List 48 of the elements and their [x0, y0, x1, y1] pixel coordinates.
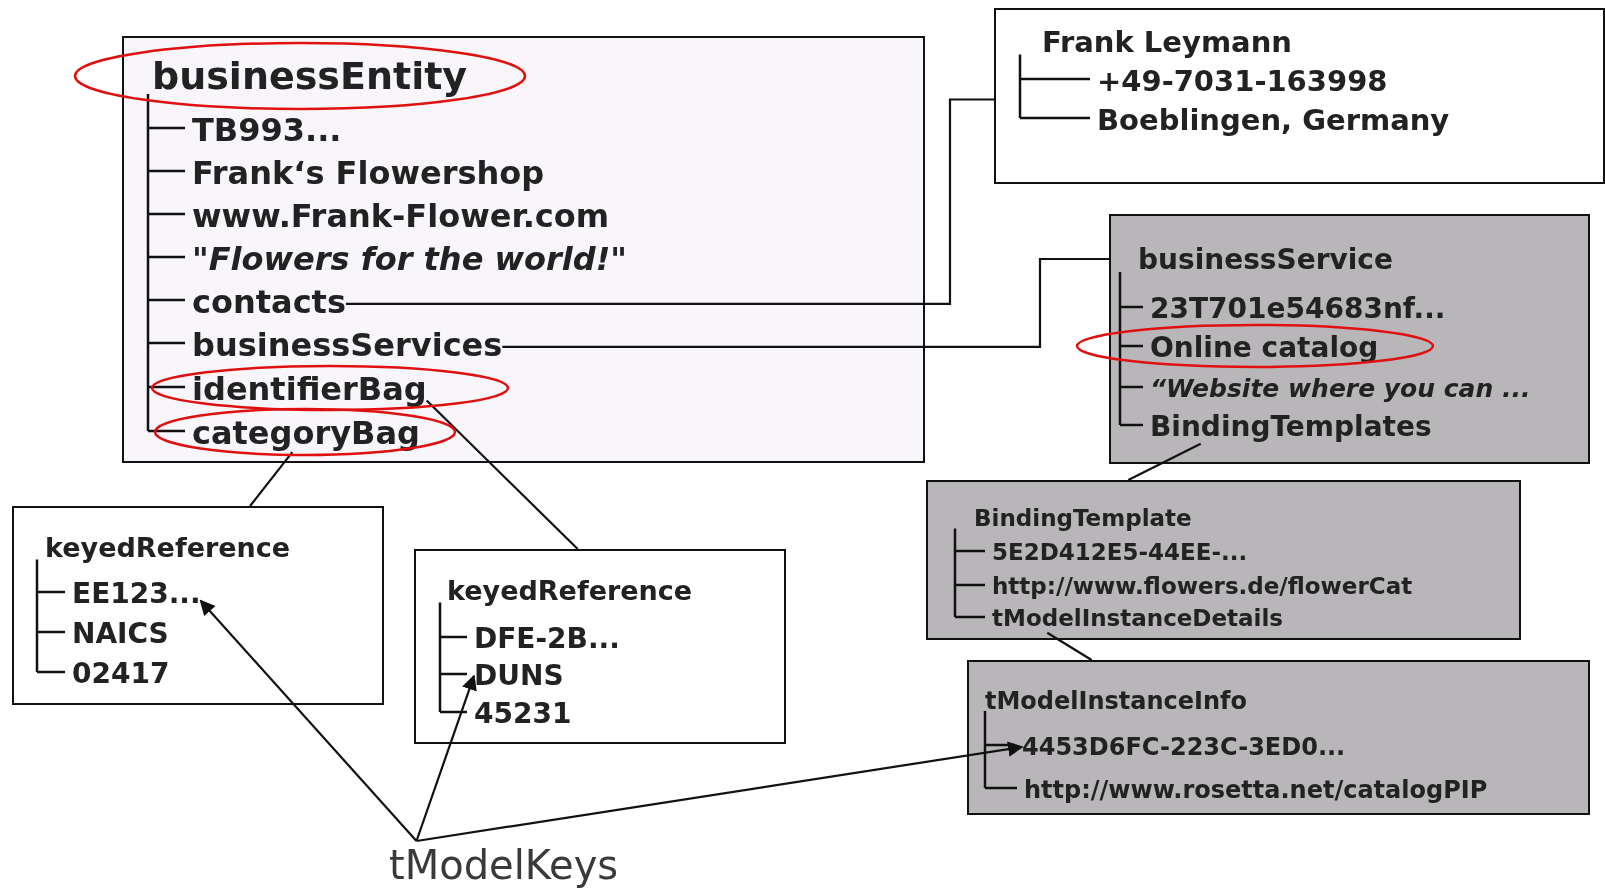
field-value: BindingTemplates: [1150, 410, 1432, 444]
field-value: 4453D6FC-223C-3ED0...: [1022, 732, 1346, 762]
field-value: Online catalog: [1150, 331, 1379, 365]
field-value: http://www.rosetta.net/catalogPIP: [1024, 775, 1488, 805]
record-heading: businessEntity: [152, 54, 468, 100]
record-box: [967, 660, 1590, 815]
field-value: categoryBag: [192, 413, 420, 453]
field-value: EE123...: [72, 577, 201, 611]
field-value: Frank‘s Flowershop: [192, 153, 545, 193]
record-box: [926, 480, 1521, 640]
field-value: identifierBag: [192, 369, 427, 409]
record-box: [994, 8, 1605, 184]
connector-line: [1127, 442, 1202, 481]
field-value: TB993...: [192, 110, 342, 150]
arrow: [415, 674, 477, 842]
record-heading: Frank Leymann: [1042, 24, 1292, 60]
field-value: 5E2D412E5-44EE-...: [992, 539, 1248, 567]
field-value: DFE-2B...: [474, 622, 620, 656]
annotation-label: tModelKeys: [389, 841, 619, 888]
record-heading: keyedReference: [45, 531, 291, 565]
record-box: [122, 36, 925, 463]
record-heading: tModelInstanceInfo: [985, 686, 1248, 716]
record-box: [12, 506, 384, 705]
record-box: [1109, 214, 1590, 464]
field-value: “Website where you can ...: [1150, 374, 1531, 404]
connector-line: [502, 257, 1109, 348]
contact-field: +49-7031-163998: [1097, 63, 1388, 99]
field-value: 23T701e54683nf...: [1150, 292, 1446, 326]
record-heading: BindingTemplate: [974, 505, 1192, 533]
field-value: "Flowers for the world!": [192, 239, 627, 279]
field-value: NAICS: [72, 617, 169, 651]
field-value: http://www.flowers.de/flowerCat: [992, 573, 1413, 601]
arrow: [199, 599, 418, 842]
connector-line: [425, 399, 579, 550]
field-value: businessServices: [192, 325, 503, 365]
record-heading: keyedReference: [447, 574, 693, 608]
record-box: [414, 549, 786, 744]
connector-line: [345, 98, 994, 305]
field-value: www.Frank-Flower.com: [192, 196, 610, 236]
field-value: DUNS: [474, 659, 564, 693]
connector-line: [249, 451, 294, 507]
field-value: contacts: [192, 282, 346, 322]
field-value: tModelInstanceDetails: [992, 605, 1284, 633]
record-heading: businessService: [1138, 243, 1393, 277]
field-value: 02417: [72, 657, 170, 691]
field-value: 45231: [474, 697, 572, 731]
contact-field: Boeblingen, Germany: [1097, 102, 1450, 138]
arrow: [416, 741, 1024, 843]
